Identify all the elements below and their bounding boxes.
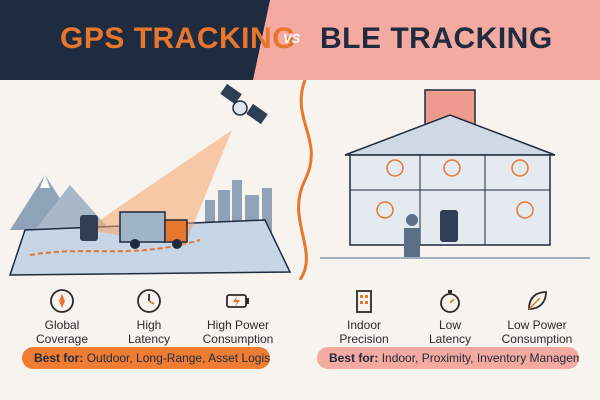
feature-line2: Consumption <box>202 332 274 346</box>
best-for-label: Best for: <box>34 351 84 365</box>
wavy-divider <box>297 80 313 280</box>
feature-line2: Precision <box>339 332 389 346</box>
feature-line1: High Power <box>206 318 270 332</box>
header-banner: GPS TRACKING VS BLE TRACKING <box>0 0 600 80</box>
satellite-icon <box>220 83 268 125</box>
truck-icon <box>119 211 188 249</box>
feature-line1: Indoor <box>346 318 382 332</box>
compass-icon <box>50 289 74 313</box>
feature-global-coverage: Global Coverage <box>7 288 117 346</box>
feature-line2: Latency <box>127 332 171 346</box>
feature-line2: Latency <box>428 332 472 346</box>
feature-high-latency: High Latency <box>94 288 204 346</box>
feature-line1: High <box>136 318 162 332</box>
battery-bolt-icon <box>226 294 249 308</box>
feature-indoor-precision: Indoor Precision <box>309 288 419 346</box>
feature-line1: Low <box>438 318 461 332</box>
building-icon <box>356 290 372 313</box>
leaf-icon <box>528 291 547 310</box>
clock-icon <box>137 289 161 313</box>
illustration-scene <box>8 80 590 280</box>
tracker-device-icon <box>80 215 98 241</box>
ble-beacon-signals <box>376 159 534 219</box>
ble-best-for-banner: Best for: Indoor, Proximity, Inventory M… <box>317 347 579 369</box>
feature-low-latency: Low Latency <box>395 288 505 346</box>
header-right-panel <box>290 0 600 80</box>
feature-line1: Global <box>44 318 80 332</box>
ble-title: BLE TRACKING <box>320 22 553 55</box>
best-for-label: Best for: <box>329 351 379 365</box>
person-icon <box>406 214 418 226</box>
feature-line2: Consumption <box>501 332 573 346</box>
feature-line1: Low Power <box>507 318 567 332</box>
phone-icon <box>440 210 458 242</box>
header-left-panel <box>0 0 290 80</box>
gps-best-for-banner: Best for: Outdoor, Long-Range, Asset Log… <box>22 347 270 369</box>
warehouse-illustration <box>344 89 556 246</box>
feature-low-power: Low Power Consumption <box>482 288 592 346</box>
feature-line2: Coverage <box>35 332 89 346</box>
best-for-text: Indoor, Proximity, Inventory Management <box>381 351 579 365</box>
stopwatch-icon <box>440 290 460 313</box>
feature-high-power: High Power Consumption <box>183 288 293 346</box>
gps-title: GPS TRACKING <box>60 22 297 55</box>
best-for-text: Outdoor, Long-Range, Asset Logistics <box>86 351 270 365</box>
vs-label: VS <box>283 31 301 46</box>
